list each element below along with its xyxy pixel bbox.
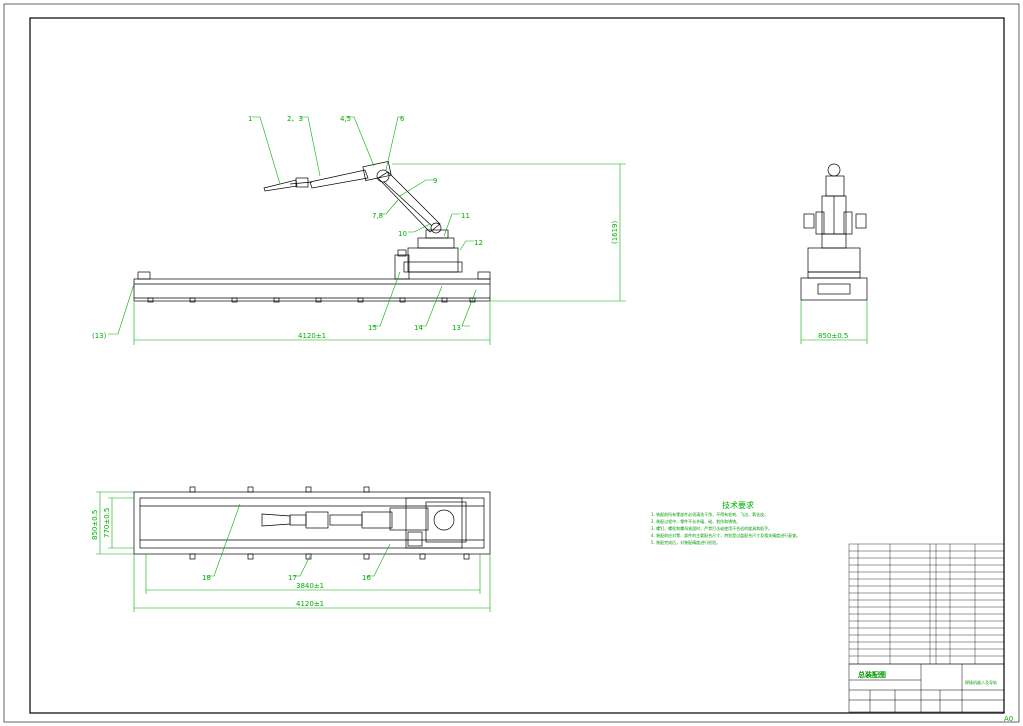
callout-13: 13 <box>452 324 461 332</box>
note-line-3: 3. 螺钉、螺栓和螺母紧固时，严禁打击或使用不合适的旋具和扳手。 <box>651 525 772 531</box>
note-line-1: 1. 装配前所有零部件必须清洗干净，不得有毛刺、飞边、氧化皮。 <box>651 511 768 517</box>
side-view-dimensions <box>108 116 626 345</box>
sheet-inner-frame <box>29 17 1005 714</box>
callout-11: 11 <box>461 212 470 220</box>
end-view-dimensions <box>800 300 868 344</box>
technical-notes: 技术要求 1. 装配前所有零部件必须清洗干净，不得有毛刺、飞边、氧化皮。 2. … <box>651 500 800 545</box>
callout-6: 6 <box>400 115 405 123</box>
dim-height-side: (1619) <box>611 220 619 244</box>
notes-heading: 技术要求 <box>722 500 754 510</box>
callout-4-5: 4,5 <box>340 115 351 123</box>
dim-inner-top: 3840±1 <box>296 582 324 590</box>
callout-18: 18 <box>202 574 211 582</box>
callout-15: 15 <box>368 324 377 332</box>
title-block <box>848 663 1005 713</box>
callout-9: 9 <box>433 177 437 185</box>
bom-table <box>848 543 1005 665</box>
dim-outer-top: 4120±1 <box>296 600 324 608</box>
rail-base <box>133 278 491 302</box>
callout-7-8: 7,8 <box>372 212 383 220</box>
lower-arm <box>377 171 441 233</box>
upper-arm <box>309 169 369 189</box>
dim-width-outer-top: 850±0.5 <box>91 510 99 540</box>
callout-14: 14 <box>414 324 423 332</box>
product-name: 焊接机器人及导轨 <box>965 679 997 685</box>
dim-width-inner-top: 770±0.5 <box>103 508 111 538</box>
end-view <box>800 163 868 301</box>
callout-12: 12 <box>474 239 483 247</box>
note-line-4: 4. 装配前应对零、部件的主要配合尺寸，特别是过盈配合尺寸及相关精度进行复查。 <box>651 532 800 538</box>
note-line-5: 5. 装配完成后，对装配精度进行检验。 <box>651 539 720 545</box>
dim-width-end: 850±0.5 <box>818 332 848 340</box>
sheet-outer-border <box>3 3 1020 723</box>
callout-13-ref: (13) <box>92 332 107 340</box>
drawing-title: 总装配图 <box>858 670 886 679</box>
callout-2-3: 2、3 <box>287 115 303 123</box>
callout-16: 16 <box>362 574 371 582</box>
side-view-labels: 1 2、3 4,5 6 7,8 9 10 11 12 13 14 15 (13)… <box>92 115 619 340</box>
callout-1: 1 <box>248 115 252 123</box>
rail-top <box>133 491 491 555</box>
robot-base <box>407 247 459 273</box>
callout-17: 17 <box>288 574 297 582</box>
sheet-size-code: A0 <box>1004 715 1013 723</box>
top-view-dimensions <box>96 491 491 612</box>
top-view <box>133 486 491 560</box>
top-view-labels: 18 17 16 4120±1 3840±1 850±0.5 770±0.5 <box>91 508 371 608</box>
callout-10: 10 <box>398 230 407 238</box>
dim-length-side: 4120±1 <box>298 332 326 340</box>
side-view <box>133 161 491 303</box>
note-line-2: 2. 装配过程中，零件不允许磕、碰、划伤和锈蚀。 <box>651 518 740 524</box>
